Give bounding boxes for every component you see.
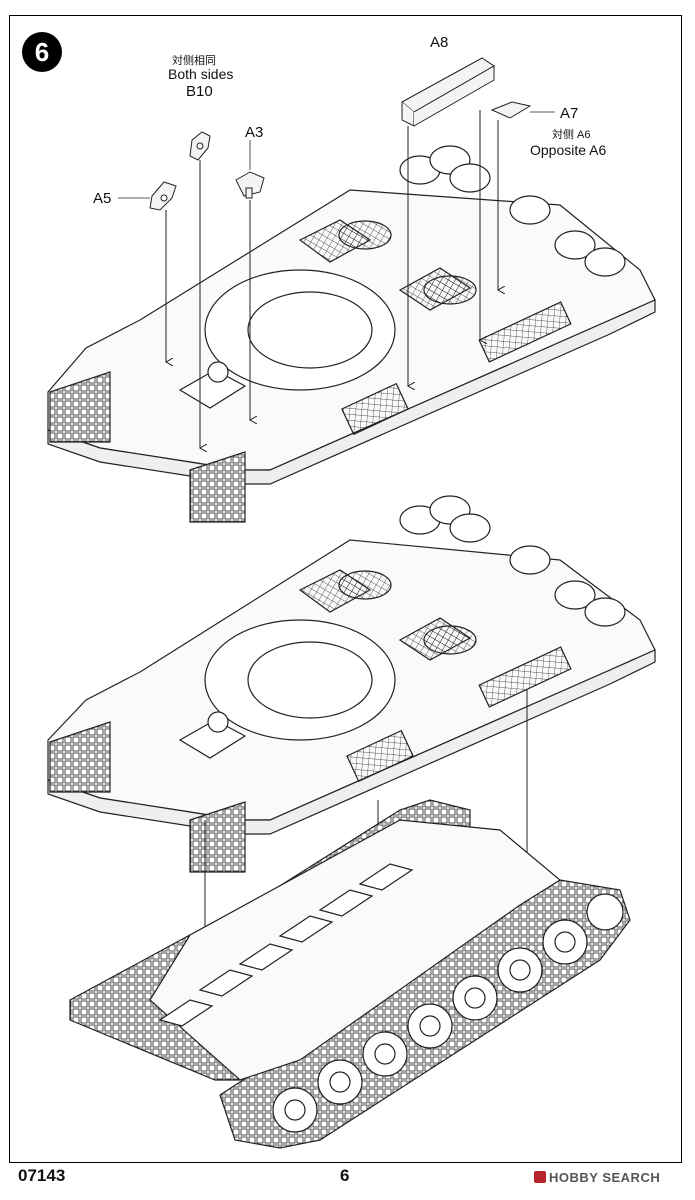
hobby-search-logo-icon [534,1171,546,1183]
step-number-badge: 6 [22,32,62,72]
upper-hull-top [47,145,656,523]
assembled-hull-top [47,495,656,873]
part-a7-shape [490,101,532,119]
part-a8-shape [401,57,495,127]
page-frame [9,15,682,1163]
b10-note-cn: 対侧相同 [172,55,216,67]
part-a5-shape [149,181,177,211]
b10-note-en: Both sides [168,66,234,82]
a6-note-cn: 対侧 A6 [552,129,591,141]
part-label-a3: A3 [245,124,264,141]
page-number: 6 [340,1166,350,1185]
kit-number: 07143 [18,1166,66,1185]
part-b10-shape [189,131,211,161]
part-label-a5: A5 [93,190,112,207]
part-label-b10: B10 [186,83,213,100]
lower-hull-tracks [69,799,631,1149]
watermark: HOBBY SEARCH [534,1170,660,1185]
part-a3-shape [235,171,265,199]
watermark-text: HOBBY SEARCH [549,1170,661,1185]
part-label-a8: A8 [430,34,449,51]
a6-note-en: Opposite A6 [530,142,607,158]
part-label-a7: A7 [560,105,579,122]
